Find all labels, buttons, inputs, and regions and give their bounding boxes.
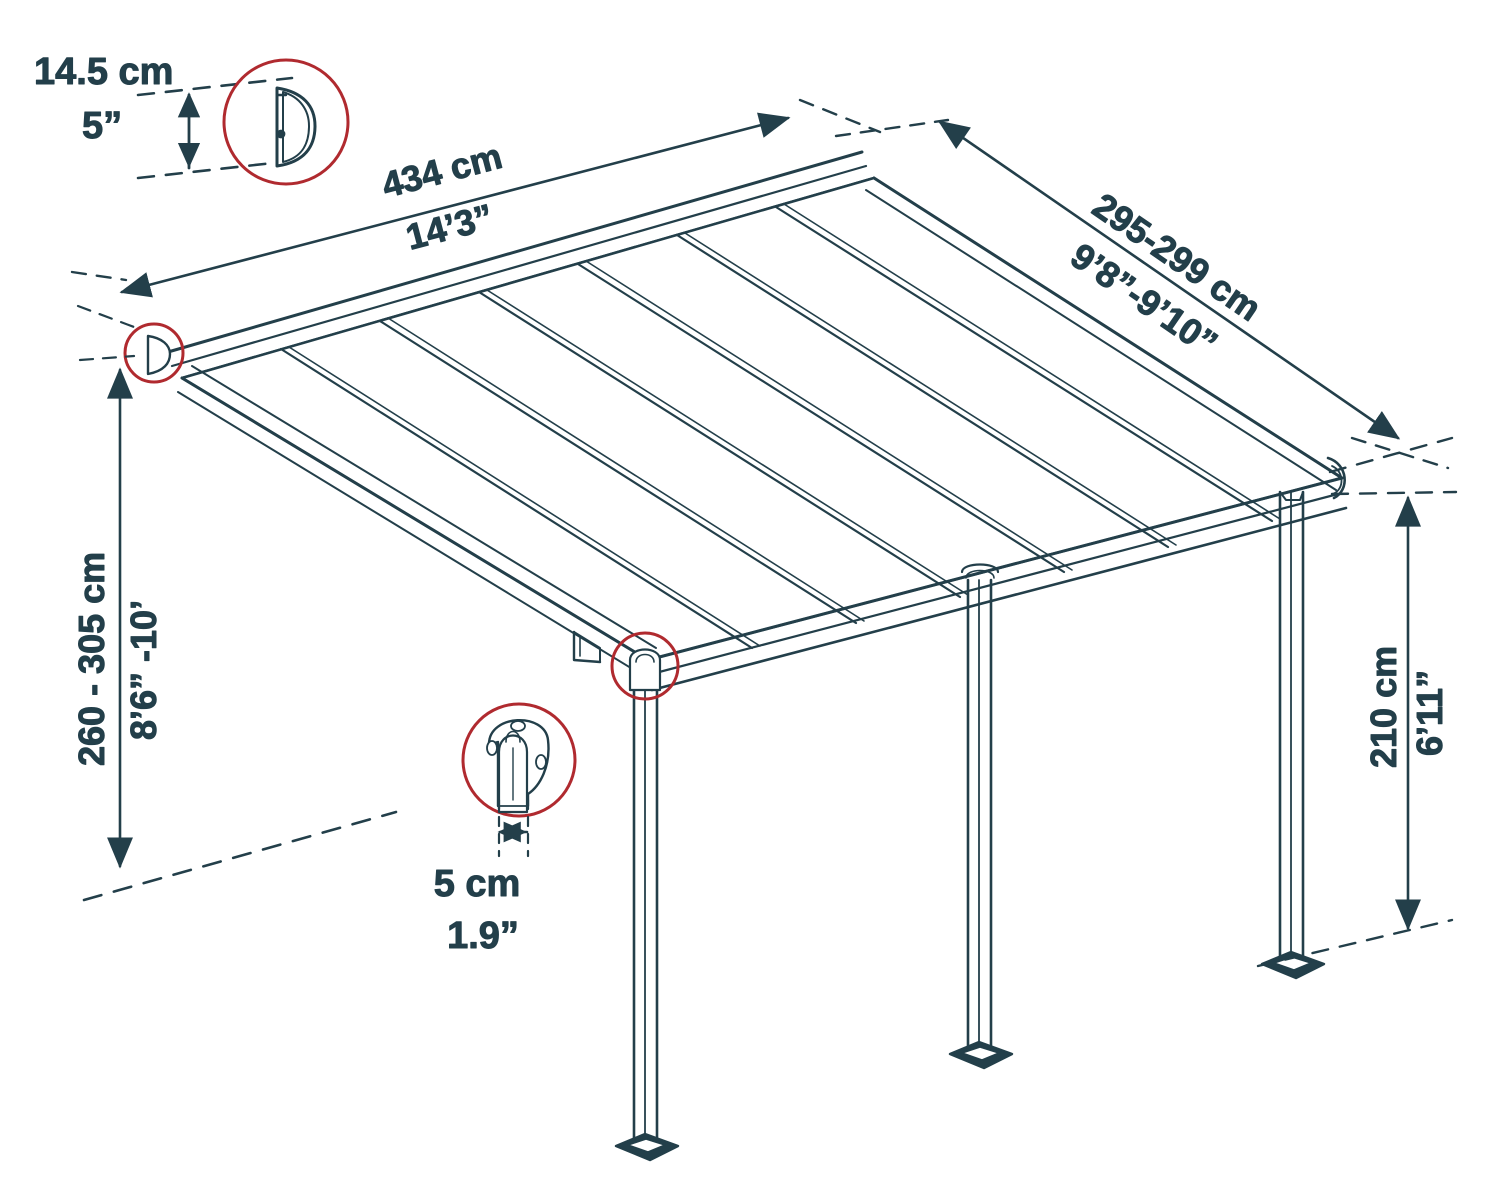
front-height-ref-top: [1328, 436, 1454, 474]
post-top-callout: 5 cm 1.9”: [433, 702, 577, 958]
gutter-profile-shape: [275, 86, 317, 168]
post-middle-top-connector: [960, 563, 1000, 579]
leader-line-top: [136, 76, 294, 97]
left-eave-return: [177, 376, 650, 677]
width-metric: 434 cm: [378, 135, 507, 206]
corner-endcap-shape: [146, 334, 172, 376]
front-height-dimension: 210 cm 6’11”: [1256, 436, 1458, 968]
ground-reference-line-right: [1256, 918, 1454, 968]
width-ext-left: [70, 270, 128, 282]
back-height-metric: 260 - 305 cm: [71, 552, 112, 766]
post-right-top-connector: [1279, 456, 1346, 501]
right-edge-rafter: [865, 176, 1344, 491]
back-height-imperial: 8’6” -10’: [123, 600, 164, 740]
corner-endcap-callout: [123, 322, 185, 384]
post-middle: [948, 563, 1014, 1070]
post-left-base-plate: [614, 1132, 680, 1162]
wall-mount-bracket: [572, 630, 602, 664]
rafter-6: [774, 203, 1281, 523]
profile-height-metric: 14.5 cm: [34, 51, 173, 93]
post-beam-joint-shape: [628, 648, 662, 692]
post-right: [1260, 456, 1346, 980]
post-beam-joint-callout: [610, 631, 680, 701]
rafter-4: [576, 260, 1073, 574]
rafter-3: [477, 289, 969, 599]
rafter-2: [378, 317, 865, 625]
profile-height-imperial: 5”: [82, 105, 122, 147]
post-width-metric: 5 cm: [434, 863, 521, 905]
depth-dimension-line: [937, 120, 1401, 440]
front-height-ref-top2: [1330, 490, 1458, 496]
ground-reference-line-left: [82, 810, 398, 902]
left-corner-leader-bottom: [78, 354, 136, 362]
post-width-imperial: 1.9”: [447, 915, 519, 957]
corner-endcap-callout-circle: [123, 322, 185, 384]
post-right-base-plate: [1260, 950, 1326, 980]
rafter-1: [279, 346, 761, 650]
profile-height-label: 14.5 cm 5”: [34, 51, 174, 148]
post-top-shape: [486, 719, 550, 814]
roof-assembly: [166, 150, 1348, 692]
rafter-5: [675, 232, 1177, 549]
depth-ext-top: [798, 98, 882, 134]
roof-rafters: [279, 203, 1281, 650]
post-middle-base-plate: [948, 1040, 1014, 1070]
post-top-callout-circle: [461, 702, 577, 818]
front-height-metric: 210 cm: [1363, 646, 1404, 768]
front-height-imperial: 6’11”: [1409, 670, 1450, 756]
back-height-dimension: 260 - 305 cm 8’6” -10’: [71, 367, 398, 902]
post-beam-joint-callout-circle: [610, 631, 680, 701]
left-corner-leader-top: [76, 304, 144, 332]
width-ext-right: [834, 118, 950, 138]
post-left: [614, 688, 680, 1162]
width-dimension-line: [119, 112, 791, 298]
width-imperial: 14’3”: [402, 196, 498, 258]
